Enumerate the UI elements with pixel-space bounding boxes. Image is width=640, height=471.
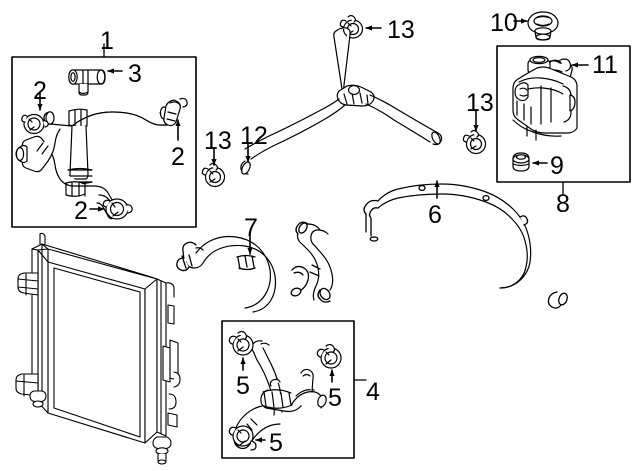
part-5-clamp-c xyxy=(228,425,257,451)
callout-2-c[interactable]: 2 xyxy=(74,197,88,225)
part-13-clamp-c xyxy=(462,129,487,155)
part-radiator-core xyxy=(15,232,181,465)
callout-13-a[interactable]: 13 xyxy=(387,16,415,44)
callout-13-b[interactable]: 13 xyxy=(204,127,232,155)
part-5-clamp-a xyxy=(228,330,254,356)
callout-2-a[interactable]: 2 xyxy=(33,77,47,105)
part-7-heater-hose xyxy=(176,235,310,313)
part-5-clamp-b xyxy=(316,343,342,369)
part-13-clamp-b xyxy=(201,162,226,188)
callout-2-b[interactable]: 2 xyxy=(171,143,185,171)
callout-5-a[interactable]: 5 xyxy=(236,372,250,400)
part-8-expansion-tank xyxy=(512,55,578,141)
part-7-branch-hose xyxy=(295,221,334,303)
callout-12[interactable]: 12 xyxy=(240,122,268,150)
callout-3[interactable]: 3 xyxy=(128,60,142,88)
callout-leaders xyxy=(37,18,589,443)
part-2-clamp-a xyxy=(21,113,49,135)
part-2-clamp-b xyxy=(163,97,188,127)
callout-13-c[interactable]: 13 xyxy=(466,89,494,117)
callout-10[interactable]: 10 xyxy=(490,9,518,37)
callout-7[interactable]: 7 xyxy=(244,214,258,242)
callout-9[interactable]: 9 xyxy=(550,152,564,180)
part-12-y-hose xyxy=(240,27,443,175)
part-9-grommet xyxy=(512,152,530,172)
callout-5-c[interactable]: 5 xyxy=(269,429,283,457)
part-3-connector-pipe xyxy=(68,69,106,96)
callout-6[interactable]: 6 xyxy=(428,201,442,229)
part-1-upper-hose xyxy=(43,106,172,128)
callout-8[interactable]: 8 xyxy=(556,190,570,218)
callout-11[interactable]: 11 xyxy=(592,51,618,79)
part-1-vertical-branch xyxy=(67,125,93,185)
part-10-reservoir-cap xyxy=(527,11,559,41)
callout-4[interactable]: 4 xyxy=(366,378,380,406)
callout-1[interactable]: 1 xyxy=(100,27,114,55)
callout-5-b[interactable]: 5 xyxy=(328,384,342,412)
part-6-overflow-hose xyxy=(363,183,568,309)
part-2-clamp-c xyxy=(102,198,133,220)
part-13-clamp-a xyxy=(339,14,364,39)
